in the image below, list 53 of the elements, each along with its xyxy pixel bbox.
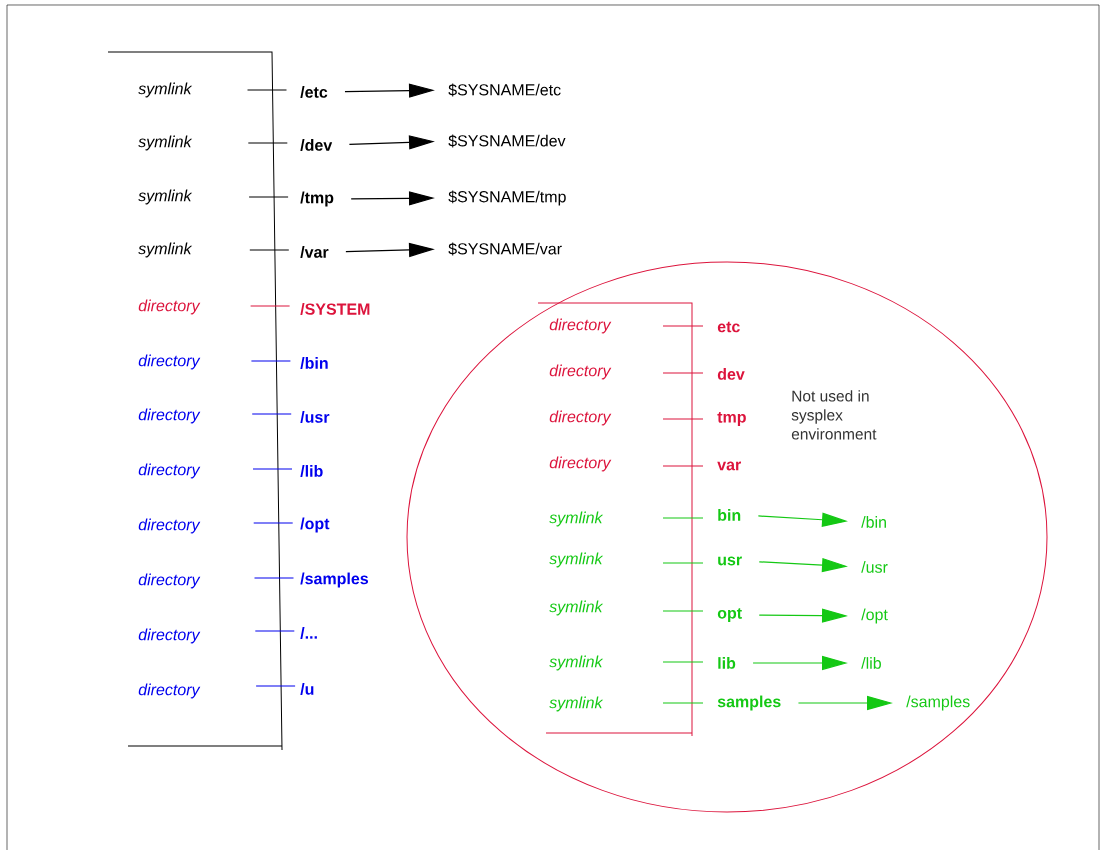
type-label: directory — [138, 628, 201, 644]
path-name: /samples — [906, 695, 970, 711]
path-name: opt — [717, 608, 742, 622]
type-label: directory — [138, 463, 201, 479]
path-name: /var — [300, 246, 329, 258]
path-name: /... — [300, 627, 317, 639]
type-label: directory — [138, 518, 201, 534]
path-name: /etc — [300, 86, 328, 98]
path-name: /u — [300, 683, 314, 695]
path-name: var — [717, 461, 741, 471]
type-label: directory — [549, 318, 612, 334]
path-name: $SYSNAME/dev — [448, 134, 566, 148]
path-name: /bin — [861, 516, 886, 528]
path-name: /opt — [861, 608, 888, 624]
type-label: directory — [138, 408, 201, 424]
type-label: directory — [138, 299, 201, 315]
path-name: bin — [718, 509, 741, 521]
path-name: /lib — [300, 465, 323, 477]
path-name: tmp — [717, 412, 746, 426]
path-name: lib — [718, 657, 736, 669]
path-name: etc — [717, 321, 740, 333]
type-label: symlink — [549, 511, 604, 527]
type-label: symlink — [549, 655, 604, 671]
type-label: directory — [549, 364, 612, 380]
path-name: $SYSNAME/etc — [448, 83, 561, 97]
path-name: /SYSTEM — [300, 303, 370, 315]
path-name: usr — [718, 556, 742, 566]
type-label: directory — [138, 683, 201, 699]
type-label: symlink — [549, 696, 604, 712]
path-name: /usr — [861, 561, 888, 573]
path-name: /bin — [300, 357, 328, 369]
type-label: symlink — [138, 242, 193, 258]
type-label: directory — [549, 456, 612, 472]
path-name: $SYSNAME/tmp — [448, 190, 566, 206]
type-label: directory — [549, 410, 612, 426]
type-label: directory — [138, 354, 201, 370]
path-name: dev — [717, 368, 745, 380]
path-name: /opt — [300, 517, 330, 533]
path-name: /tmp — [300, 191, 334, 207]
type-label: symlink — [138, 189, 193, 205]
type-label: symlink — [138, 135, 193, 151]
type-label: symlink — [549, 552, 604, 568]
path-name: /usr — [300, 411, 330, 423]
path-name: /samples — [300, 572, 368, 588]
path-name: /dev — [300, 139, 333, 151]
type-label: directory — [138, 573, 201, 589]
type-label: symlink — [549, 600, 604, 616]
path-name: /lib — [861, 657, 881, 669]
path-name: samples — [717, 695, 781, 711]
path-name: $SYSNAME/var — [448, 242, 562, 256]
type-label: symlink — [138, 82, 193, 98]
note: Not used in sysplex environment — [791, 390, 877, 440]
ellipse-outline — [406, 261, 1048, 813]
